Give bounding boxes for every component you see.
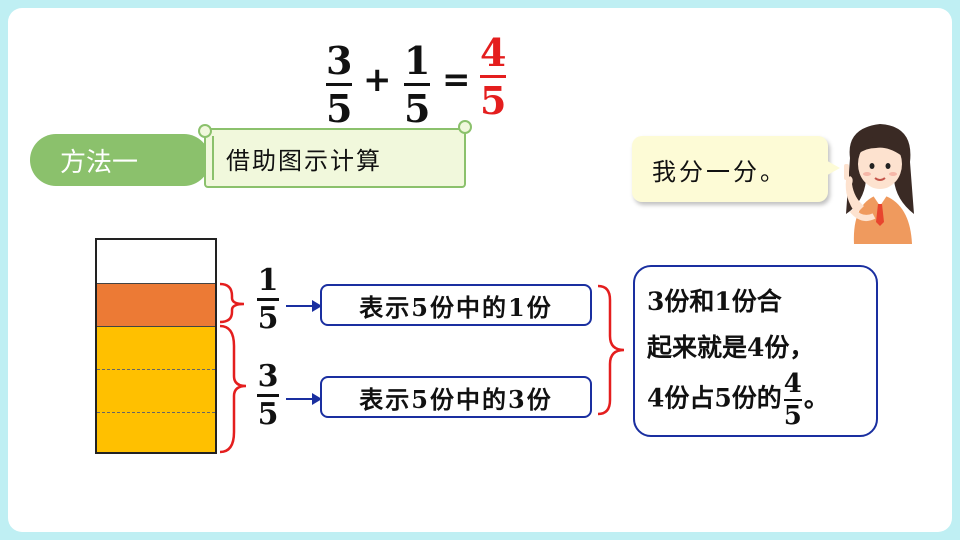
speech-bubble-tail	[822, 158, 840, 178]
summary-fraction-numerator: 4	[783, 369, 802, 399]
equation-result-numerator: 4	[480, 30, 507, 75]
girl-illustration	[844, 124, 914, 244]
equation-b-denominator: 5	[404, 86, 431, 131]
scroll-curl-top	[198, 124, 212, 138]
label-box-one: 表示5份中的1份	[320, 284, 592, 326]
equation-result-fraction: 4 5	[480, 34, 506, 120]
bar-segment-three-parts-2	[97, 369, 215, 412]
equation-b-numerator: 1	[404, 38, 431, 83]
bracket-combine	[597, 284, 625, 416]
bar-segment-empty	[97, 240, 215, 283]
equation-equals: =	[442, 60, 471, 100]
speech-text: 我分一分。	[652, 157, 787, 186]
label-fraction-three: 3 5	[257, 362, 279, 430]
bar-segment-one-part	[97, 283, 215, 326]
equation-fraction-a: 3 5	[326, 42, 352, 128]
equation-a-numerator: 3	[326, 38, 353, 83]
equation-a-denominator: 5	[326, 86, 353, 131]
equation-result-denominator: 5	[480, 78, 507, 123]
label-one-numerator: 1	[257, 263, 279, 298]
summary-line-2: 起来就是4份，	[647, 333, 815, 362]
bar-segment-three-parts-1	[97, 326, 215, 369]
equation-fraction-b: 1 5	[404, 42, 430, 128]
label-fraction-one: 1 5	[257, 266, 279, 334]
label-three-denominator: 5	[257, 397, 279, 432]
arrow-three	[286, 393, 322, 405]
method-tag: 方法一	[30, 134, 210, 186]
summary-fraction-denominator: 5	[783, 401, 802, 431]
summary-line-1: 3份和1份合	[647, 287, 782, 316]
scroll-curl-right	[458, 120, 472, 134]
summary-line-3-prefix: 4份占5份的	[647, 383, 782, 413]
method-title: 借助图示计算	[226, 146, 382, 175]
speech-bubble: 我分一分。	[632, 136, 828, 202]
bracket-one-part	[219, 282, 245, 324]
bracket-three-parts	[219, 324, 247, 454]
method-title-scroll: 借助图示计算	[204, 128, 466, 188]
equation-plus: +	[363, 60, 392, 100]
arrow-one	[286, 300, 322, 312]
method-tag-label: 方法一	[60, 147, 139, 178]
label-box-three-text: 表示5份中的3份	[359, 384, 553, 414]
fraction-bar	[95, 238, 217, 454]
label-box-three: 表示5份中的3份	[320, 376, 592, 418]
bar-segment-three-parts-3	[97, 412, 215, 452]
label-one-denominator: 5	[257, 301, 279, 336]
summary-line-3-suffix: 。	[803, 383, 829, 413]
label-three-numerator: 3	[257, 359, 279, 394]
label-box-one-text: 表示5份中的1份	[359, 292, 553, 322]
